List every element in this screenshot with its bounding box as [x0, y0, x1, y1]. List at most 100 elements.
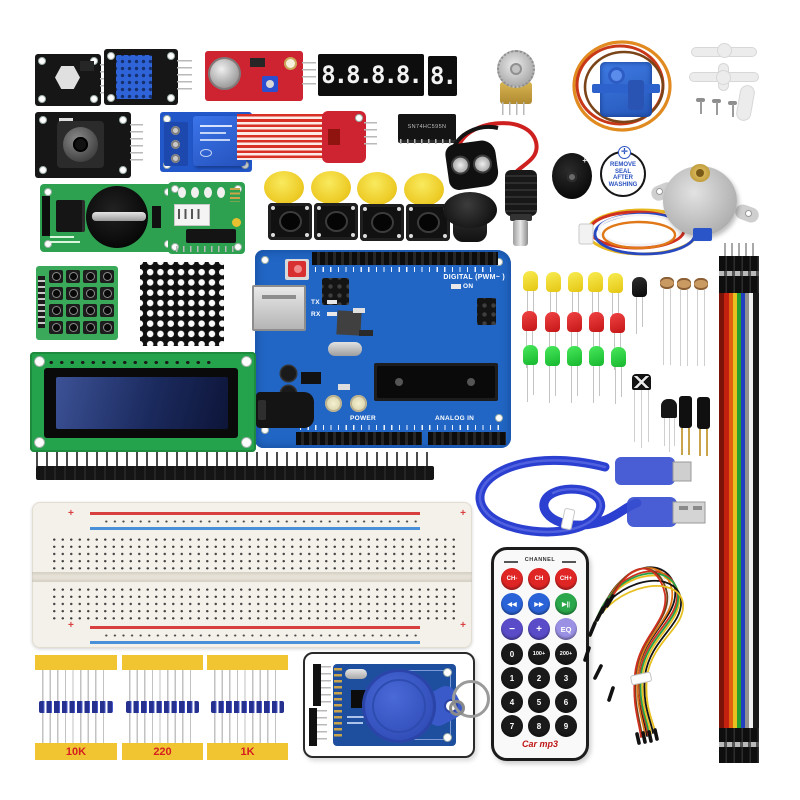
motor-socket: [174, 204, 210, 226]
keypad-key: [83, 321, 97, 334]
button-cap: [357, 172, 397, 205]
led-green: [545, 346, 560, 403]
led-yellow: [608, 273, 623, 330]
trim-cap: [325, 395, 342, 412]
remote-button: CH-: [501, 568, 523, 590]
smd-part: [80, 61, 94, 71]
remote-button: 2: [528, 667, 550, 689]
rail-plus-mark: +: [68, 508, 74, 519]
ir-receiver: [632, 374, 651, 390]
icsp2-header: [477, 298, 496, 325]
battery-clip: [92, 212, 146, 221]
resistor-value-label: 1K: [207, 743, 288, 760]
lcd1602-module: [30, 352, 256, 452]
dht11-module: [104, 49, 178, 105]
buzzer-polarity: +: [582, 156, 587, 165]
tilt-switch: [697, 397, 710, 456]
led-matrix-8x8: [140, 262, 224, 346]
push-button: [268, 203, 312, 240]
servo-screw: [694, 98, 708, 114]
header-pins-strip: [313, 664, 321, 706]
transistor: [661, 399, 677, 418]
led-red: [610, 313, 625, 370]
rx-label: RX: [311, 311, 321, 318]
usb-b-port: [252, 285, 306, 331]
keypad-key: [100, 321, 114, 334]
servo-motor: [592, 62, 660, 117]
key-ring-link: [449, 700, 465, 716]
dc-power-jack: [256, 392, 314, 428]
keypad-module: [36, 266, 118, 340]
resistor-pack-220: 220: [122, 655, 203, 760]
rail-line-blue: [90, 641, 420, 644]
channel-label: CHANNEL: [524, 557, 556, 563]
led-yellow: [546, 272, 561, 329]
analog-header: [428, 432, 506, 445]
led-red: [589, 312, 604, 369]
ribbon-connectors-bottom: [719, 728, 759, 763]
usb-cable: [475, 455, 706, 537]
remote-button: ▶▶: [528, 593, 550, 615]
shift-register-ic: SN74HC595N: [398, 114, 456, 144]
servo-horn-arm: [736, 85, 755, 121]
servo-screw: [710, 99, 724, 115]
button-cap: [311, 171, 351, 204]
regulator: [301, 372, 321, 384]
digital-label: DIGITAL (PWM~ ): [443, 274, 505, 281]
pot-legs: [502, 102, 530, 115]
header-pins-strip: [309, 708, 317, 746]
keypad-key: [100, 270, 114, 283]
usb-b-plug: [615, 457, 692, 485]
rtc-clock-module: [40, 184, 176, 252]
module-pins: [130, 124, 143, 164]
button-cap: [404, 173, 444, 206]
analog-label: ANALOG IN: [435, 415, 475, 422]
keypad-key: [83, 287, 97, 300]
ribbon-cable: [719, 293, 759, 730]
remote-button: 5: [528, 691, 550, 713]
lcd-pin-row: [44, 356, 214, 365]
vibration-sensor-module: [35, 54, 101, 106]
breadboard: + + + +: [32, 502, 472, 648]
resistor-pack-10k: 10K: [35, 655, 117, 760]
rail-holes: [100, 630, 420, 641]
tape-top: [35, 655, 117, 670]
remote-button: −: [501, 618, 523, 640]
resistor-value-label: 220: [122, 743, 203, 760]
remote-button: 3: [555, 667, 577, 689]
dht11-sensor: [116, 55, 152, 99]
rail-line-red: [90, 512, 420, 515]
terminal-holes-top: [48, 534, 456, 570]
motor-connector: [693, 228, 712, 241]
seven-segment-4digit: 8.8.8.8.: [318, 54, 424, 96]
remote-logo: Car mp3: [521, 739, 558, 749]
servo-screw: [726, 101, 740, 117]
tx-label: TX: [311, 299, 320, 306]
led-yellow: [568, 272, 583, 329]
keypad-key: [83, 304, 97, 317]
indicator-led: [217, 187, 225, 198]
led-green: [523, 345, 538, 402]
rail-plus-mark: +: [460, 508, 466, 519]
rfid-pin-pads: [334, 668, 342, 740]
keypad-key: [66, 287, 80, 300]
seven-segment-1digit: 8.: [428, 56, 457, 96]
ribbon-pins-top: [724, 243, 756, 257]
stepper-motor: [649, 162, 761, 244]
led-red: [567, 312, 582, 369]
indicator-led: [178, 187, 186, 198]
water-sensor-traces: [237, 114, 327, 160]
rail-plus-mark: +: [68, 620, 74, 631]
usb-interface-chip: [336, 310, 362, 336]
keypad-key: [66, 270, 80, 283]
ic-part-number: SN74HC595N: [407, 124, 447, 130]
on-label: ON: [463, 283, 474, 290]
jumper-wire-bundle: [583, 566, 684, 745]
segment-digits: 8.8.8.8.: [321, 61, 423, 89]
remote-button: CH: [528, 568, 550, 590]
servo-horn-double: [692, 44, 756, 58]
remote-button: 200+: [555, 643, 577, 665]
water-sensor-module: [322, 111, 366, 163]
resistor-bodies: [39, 701, 113, 713]
